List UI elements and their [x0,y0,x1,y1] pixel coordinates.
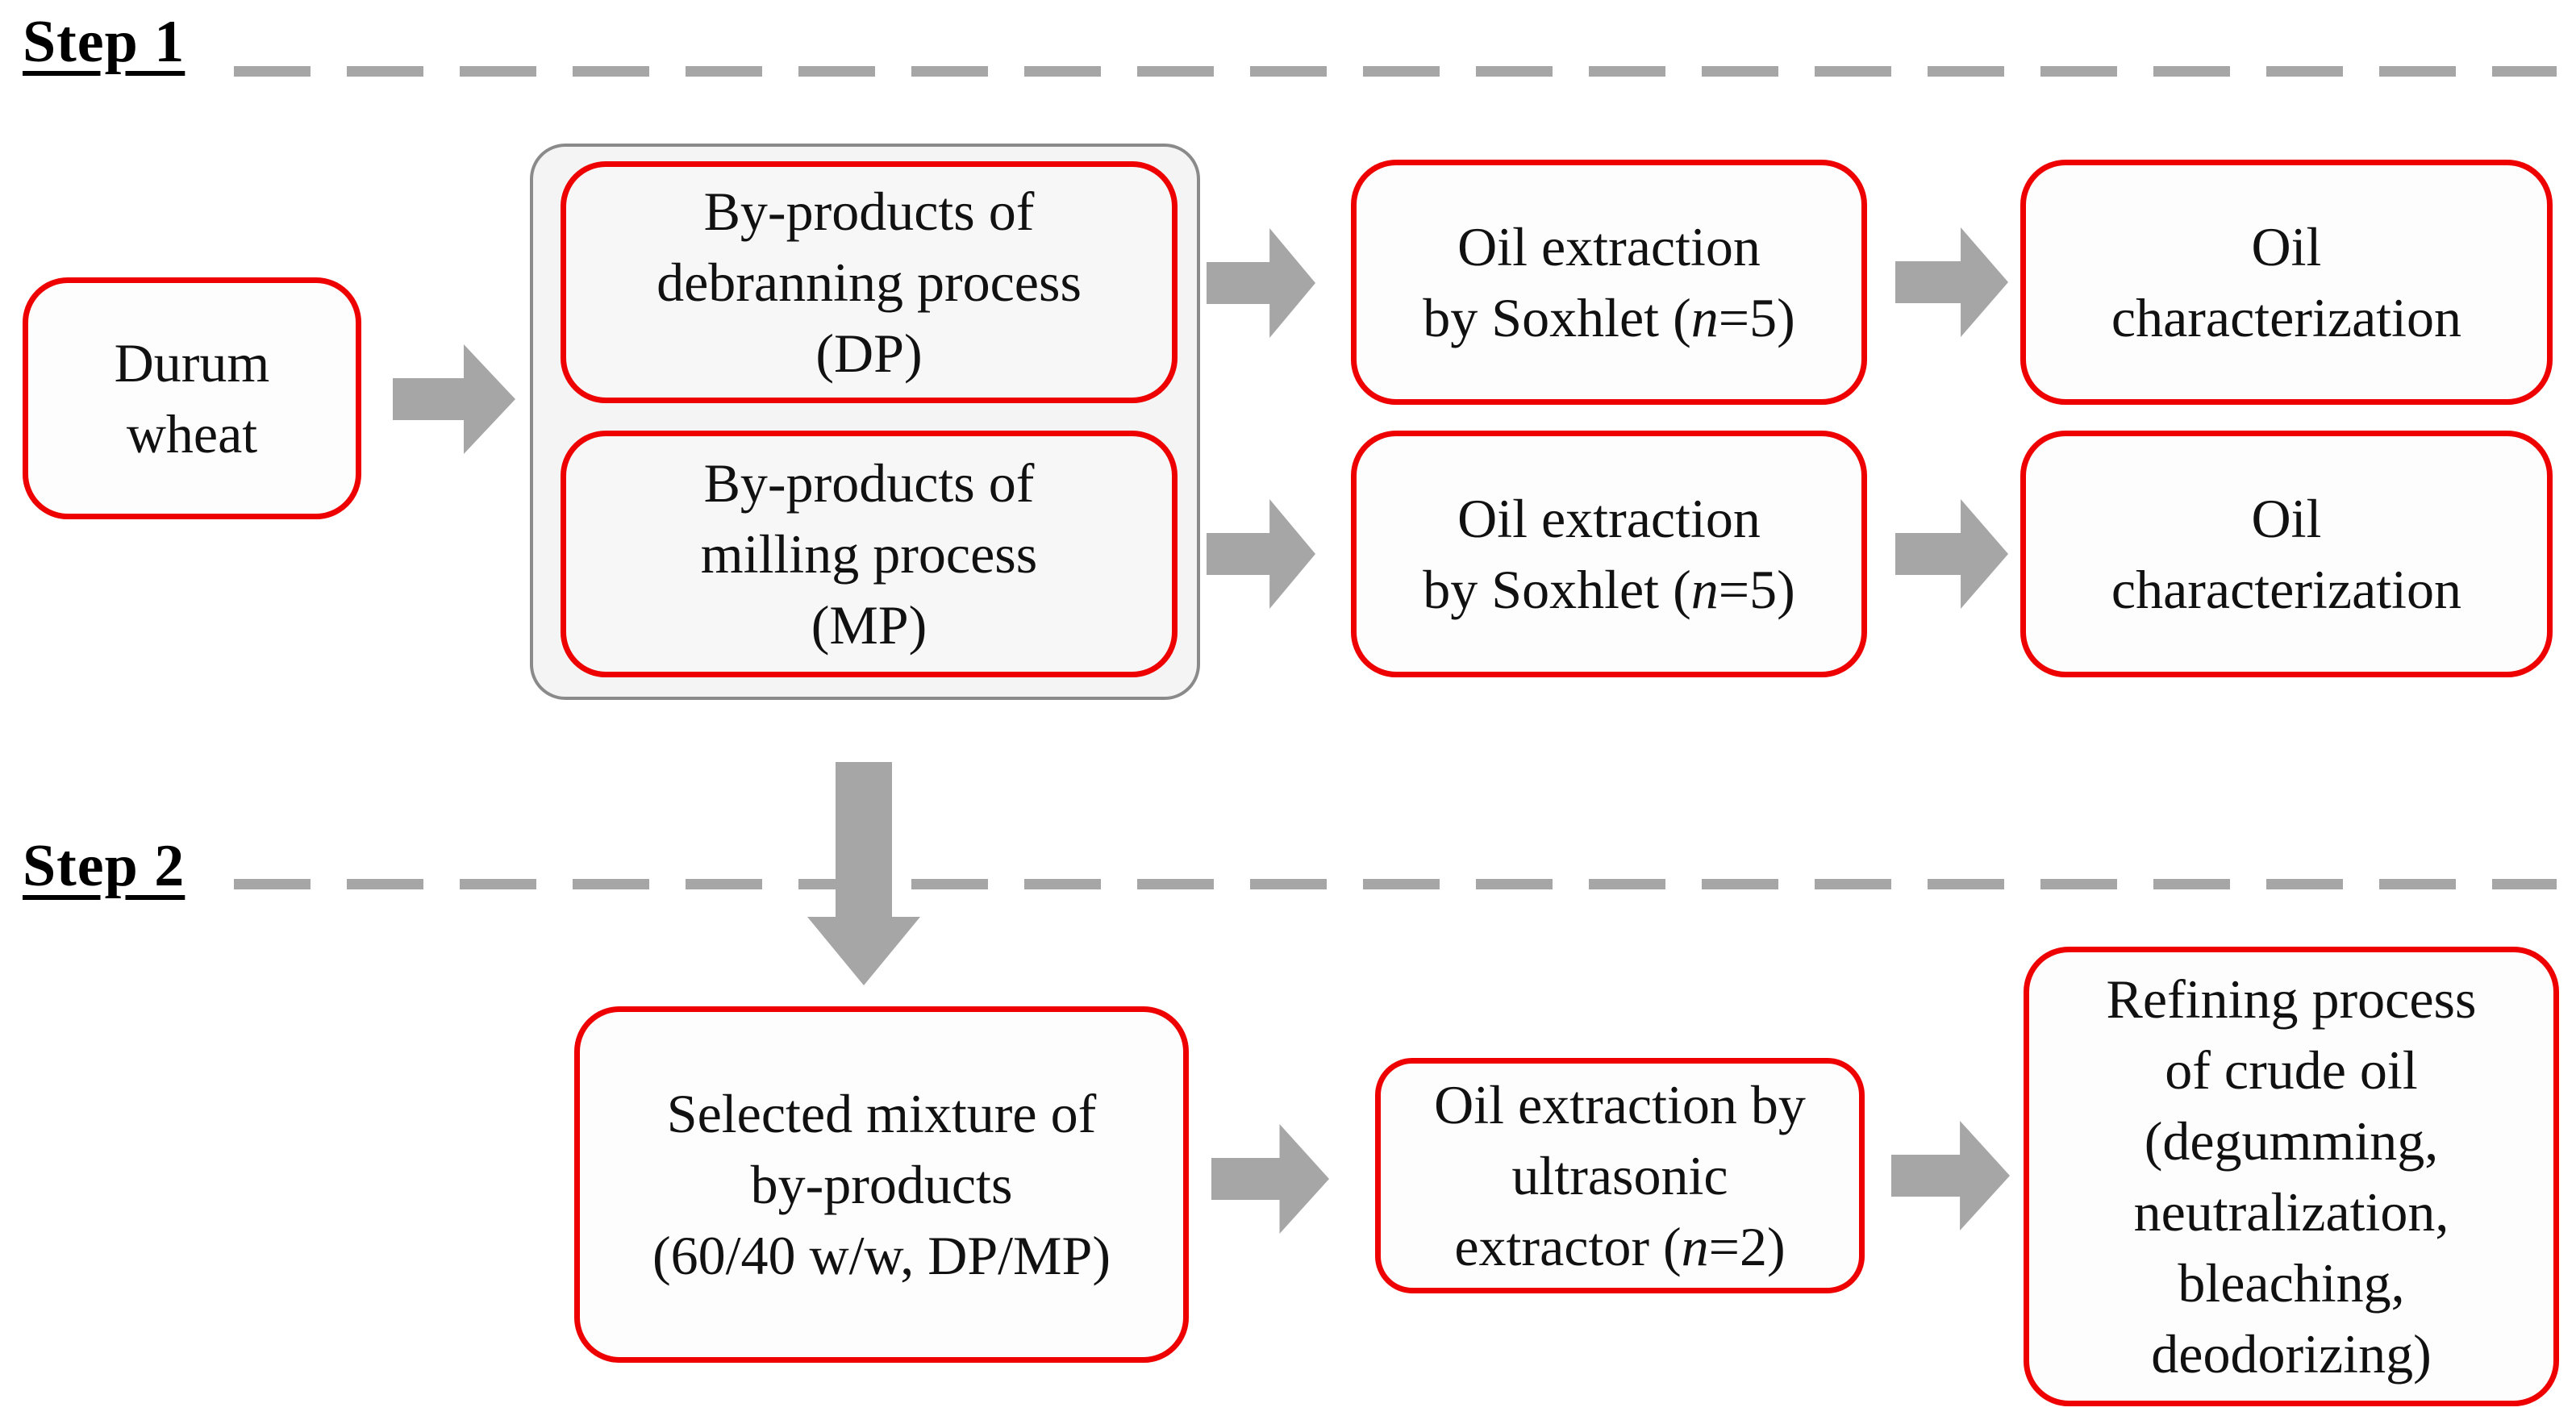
step2-label: Step 2 [23,833,185,899]
arrow-durum-to-byproducts-icon [393,344,515,454]
arrow-mixture-to-ultrasonic-icon [1211,1124,1329,1234]
step1-label: Step 1 [23,9,185,75]
arrow-soxhlet-to-characterization-dp-icon [1895,227,2008,337]
step2-dashed-divider [234,879,2557,889]
arrow-ultrasonic-to-refining-icon [1891,1121,2010,1231]
arrow-byproducts-to-mixture-down-icon [807,762,920,985]
arrow-soxhlet-to-characterization-mp-icon [1895,499,2008,609]
arrow-debranning-to-soxhlet-icon [1207,228,1315,338]
arrow-milling-to-soxhlet-icon [1207,499,1315,609]
step1-dashed-divider [234,66,2557,77]
